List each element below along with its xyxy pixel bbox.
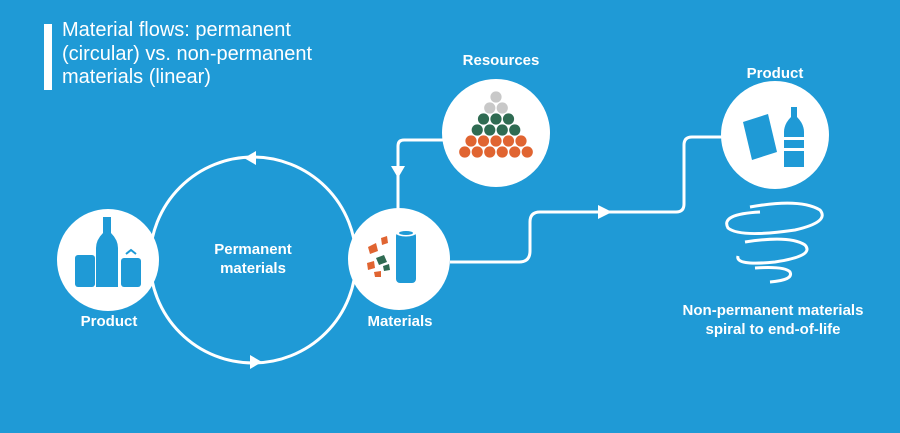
resource-dot [471, 146, 483, 158]
resources-label: Resources [462, 52, 540, 69]
non-permanent-label-line-1: Non-permanent materials [682, 302, 864, 319]
permanent-label-line-2: materials [220, 260, 286, 277]
permanent-label-line-1: Permanent [214, 241, 292, 258]
resource-dot [521, 146, 533, 158]
resource-dot [471, 124, 483, 136]
resources-node [442, 79, 550, 187]
title-line-3: materials (linear) [62, 66, 211, 88]
can-right-icon [121, 258, 141, 287]
paper-and-bottle-icon [743, 107, 804, 167]
resources-connector-path [396, 138, 446, 212]
material-roll-icon [396, 232, 416, 283]
resource-dot [502, 113, 515, 125]
resource-dot [490, 91, 502, 103]
title-accent-bar [44, 24, 52, 90]
title-line-1: Material flows: permanent [62, 19, 291, 41]
glass-bottle-icon [96, 217, 118, 287]
resource-dot [509, 146, 521, 158]
resources-connector-arrow [391, 166, 405, 178]
can-left-icon [75, 255, 95, 287]
spiral-icon [725, 201, 824, 284]
resource-dot [502, 135, 515, 147]
raw-materials-icon [367, 229, 416, 283]
product-top-label: Product [746, 65, 804, 82]
resource-dot [509, 124, 521, 136]
linear-flow-arrow [598, 205, 612, 219]
resource-dot [496, 124, 508, 136]
resource-pyramid-icon [459, 91, 533, 158]
resource-dot [465, 135, 477, 147]
resource-dot [484, 124, 496, 136]
resource-dot [484, 146, 496, 158]
materials-label: Materials [367, 313, 433, 330]
resource-dot [490, 113, 502, 125]
loop-arrow-bottom [250, 355, 262, 369]
product-left-label: Product [80, 313, 138, 330]
resource-dot [490, 135, 502, 147]
non-permanent-label: Non-permanent materials spiral to end-of… [643, 301, 900, 339]
resource-dot [496, 102, 508, 114]
resource-dot [496, 146, 508, 158]
resource-dot [515, 135, 527, 147]
loop-arrow-top [244, 151, 256, 165]
resource-dot [477, 113, 490, 125]
diagram-title: Material flows: permanent (circular) vs.… [62, 19, 312, 90]
product-top-node [721, 81, 829, 189]
resource-dot [477, 135, 490, 147]
non-permanent-label-line-2: spiral to end-of-life [705, 321, 841, 338]
resource-dot [459, 146, 471, 158]
paper-sheet-icon [743, 114, 777, 160]
title-line-2: (circular) vs. non-permanent [62, 42, 313, 65]
bottles-and-cans-icon [75, 217, 141, 287]
permanent-materials-label: Permanent materials [188, 240, 318, 278]
resource-dot [484, 102, 496, 114]
